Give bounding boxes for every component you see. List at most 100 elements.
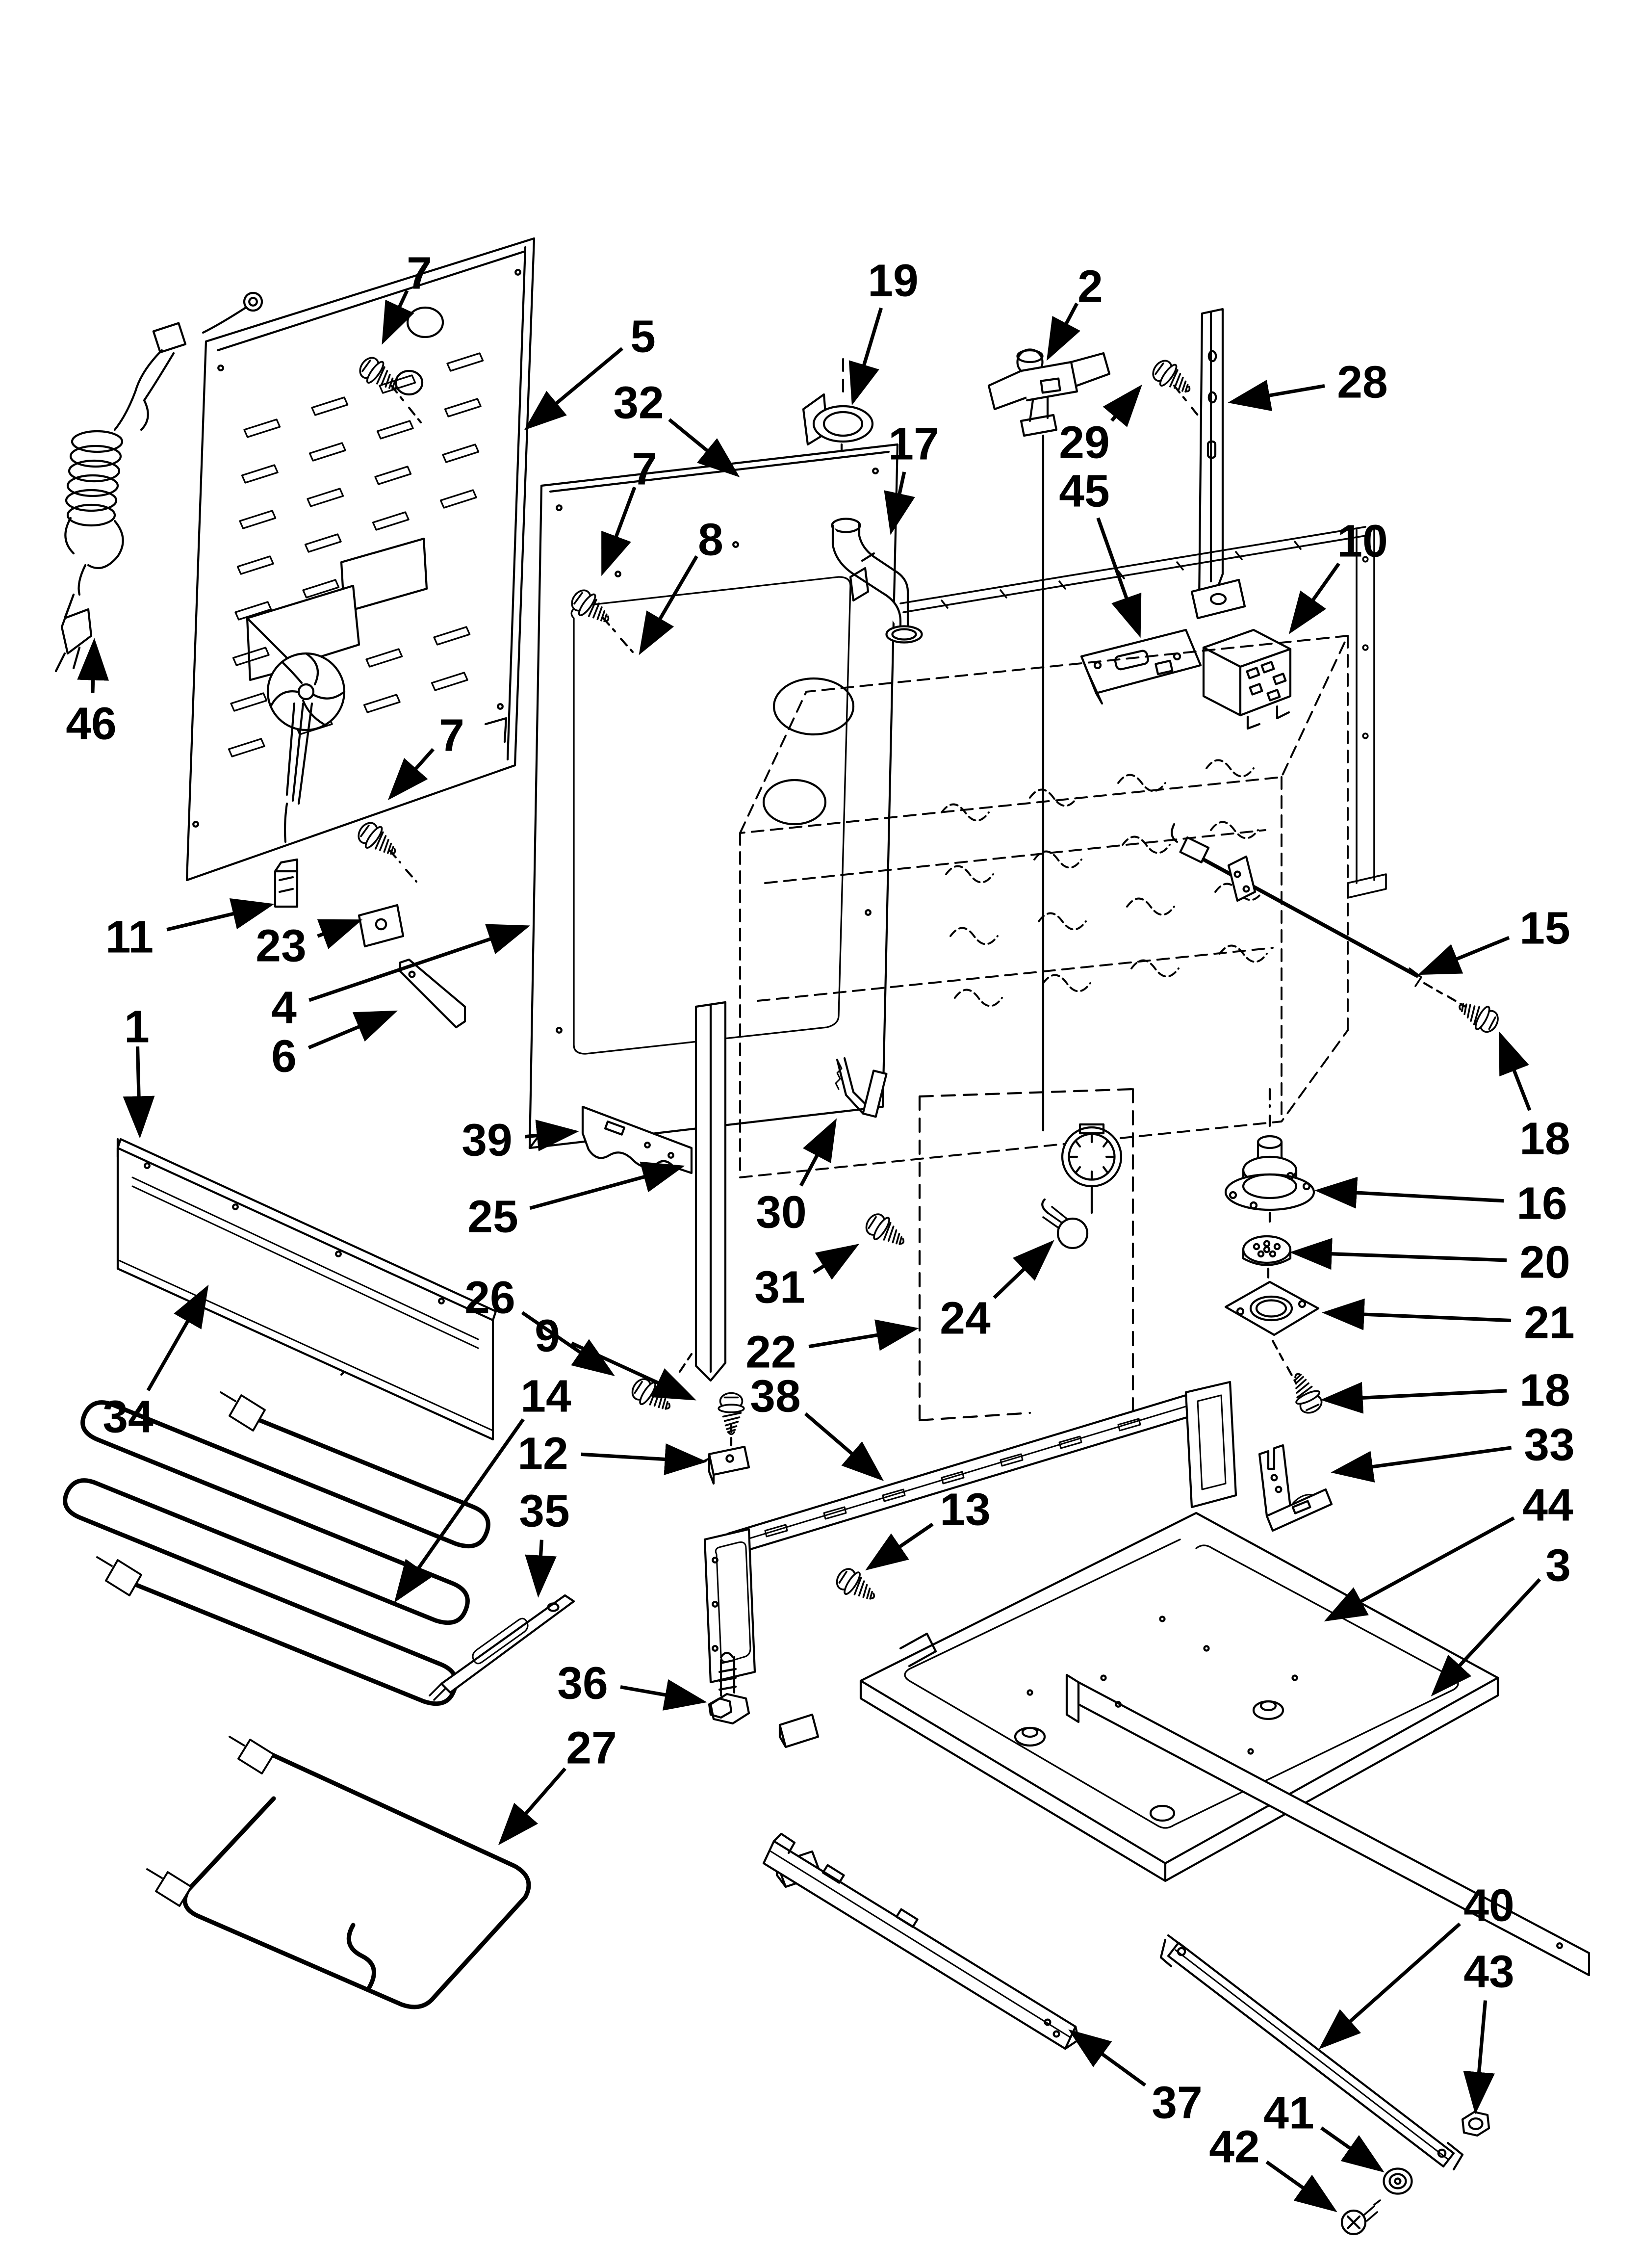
support-rail	[429, 1594, 575, 1701]
insulation-coil	[949, 927, 999, 945]
top-frame-rail	[899, 526, 1387, 899]
part-number-label: 9	[535, 1310, 560, 1361]
callout-arrow	[166, 898, 275, 932]
callout-arrow	[146, 1284, 209, 1391]
bottom-bracket	[581, 1105, 693, 1174]
vent-duct-elbow	[831, 518, 923, 644]
part-number-label: 37	[1152, 2077, 1202, 2128]
part-number-label: 14	[520, 1370, 571, 1421]
part-number-label: 45	[1059, 465, 1109, 516]
callout-arrow	[394, 1418, 525, 1603]
rear-trim-panel	[116, 1138, 497, 1441]
callout-7: 7	[601, 443, 657, 576]
rear-brace	[1190, 308, 1246, 620]
power-cord	[54, 291, 263, 673]
part-number-label: 19	[868, 255, 918, 306]
callout-arrow	[1068, 2029, 1147, 2087]
part-number-label: 36	[557, 1657, 608, 1708]
callout-arrow	[1499, 1031, 1532, 1111]
callout-29: 29	[1059, 384, 1142, 468]
callout-arrow	[525, 1120, 579, 1151]
callout-5: 5	[524, 311, 656, 430]
callout-12: 12	[517, 1428, 707, 1479]
insulation-coil	[1130, 959, 1180, 978]
callout-41: 41	[1263, 2087, 1385, 2173]
part-number-label: 22	[745, 1326, 796, 1377]
side-support-channel	[694, 1001, 727, 1382]
front-support-frame	[703, 1381, 1237, 1684]
callout-arrow	[525, 1539, 557, 1598]
shoulder-screw	[1340, 2199, 1381, 2236]
callout-arrow	[848, 307, 883, 406]
part-number-label: 34	[103, 1391, 154, 1442]
callout-25: 25	[467, 1161, 685, 1242]
callout-19: 19	[848, 255, 919, 406]
drawer-glide-rail	[1159, 1934, 1464, 2171]
callout-22: 22	[745, 1319, 919, 1377]
callout-arrow	[808, 1319, 919, 1351]
callout-24: 24	[940, 1240, 1054, 1343]
callout-arrow	[1324, 1516, 1515, 1622]
bake-element	[146, 1736, 531, 2009]
callout-10: 10	[1288, 515, 1388, 634]
part-number-label: 18	[1519, 1113, 1570, 1164]
callout-arrow	[799, 1118, 837, 1187]
callout-arrow	[498, 1767, 566, 1846]
part-number-label: 6	[271, 1030, 297, 1081]
insulation-coil	[1126, 897, 1175, 916]
callout-arrow	[524, 347, 624, 430]
callout-arrow	[570, 1341, 696, 1401]
oven-cavity	[739, 635, 1349, 1178]
callout-31: 31	[754, 1244, 860, 1312]
callout-6: 6	[271, 1010, 398, 1081]
callout-arrow	[308, 1010, 398, 1049]
callout-arrow	[1320, 2126, 1385, 2173]
callout-arrow	[639, 555, 698, 655]
screw-7-mid-axis	[602, 617, 634, 653]
callout-44: 44	[1324, 1479, 1573, 1622]
callout-16: 16	[1314, 1176, 1567, 1228]
callout-arrow	[1320, 1382, 1507, 1414]
part-number-label: 24	[940, 1292, 991, 1343]
callout-35: 35	[519, 1485, 570, 1598]
callout-38: 38	[750, 1370, 884, 1482]
callout-18: 18	[1320, 1364, 1570, 1415]
callout-36: 36	[557, 1657, 707, 1711]
latch-kit	[835, 1057, 888, 1118]
part-number-label: 7	[407, 247, 432, 298]
insulation-coil	[1038, 912, 1087, 931]
callout-arrow	[529, 1161, 685, 1210]
callout-1: 1	[123, 1001, 155, 1139]
screw-7-top-axis	[390, 384, 422, 424]
callout-26: 26	[464, 1272, 615, 1377]
callout-42: 42	[1209, 2121, 1337, 2213]
callout-arrow	[993, 1240, 1054, 1299]
relay	[1202, 628, 1292, 730]
callout-11: 11	[105, 898, 275, 962]
cover-plate	[358, 904, 405, 948]
callout-40: 40	[1318, 1879, 1514, 2050]
callout-arrow	[1314, 1176, 1504, 1209]
callout-arrow	[884, 471, 915, 535]
orifice-plate	[1224, 1267, 1320, 1385]
drawer-roller	[1383, 2167, 1413, 2195]
part-number-label: 7	[439, 709, 464, 760]
insulation-coil	[941, 803, 990, 822]
callout-arrow	[1322, 1298, 1512, 1330]
part-number-label: 29	[1059, 417, 1109, 468]
leveling-leg	[709, 1651, 750, 1725]
part-number-label: 7	[632, 443, 657, 494]
part-number-label: 10	[1337, 515, 1387, 566]
screw-7-fan-axis	[388, 849, 418, 883]
callout-arrow	[1463, 2000, 1495, 2114]
callout-arrow	[77, 638, 109, 693]
part-number-label: 46	[66, 698, 116, 749]
part-number-label: 43	[1463, 1946, 1514, 1997]
callout-21: 21	[1322, 1297, 1575, 1348]
callout-arrow	[865, 1522, 934, 1571]
part-number-label: 18	[1519, 1364, 1570, 1415]
insulation-coil	[1122, 835, 1171, 854]
part-number-label: 20	[1519, 1236, 1570, 1287]
